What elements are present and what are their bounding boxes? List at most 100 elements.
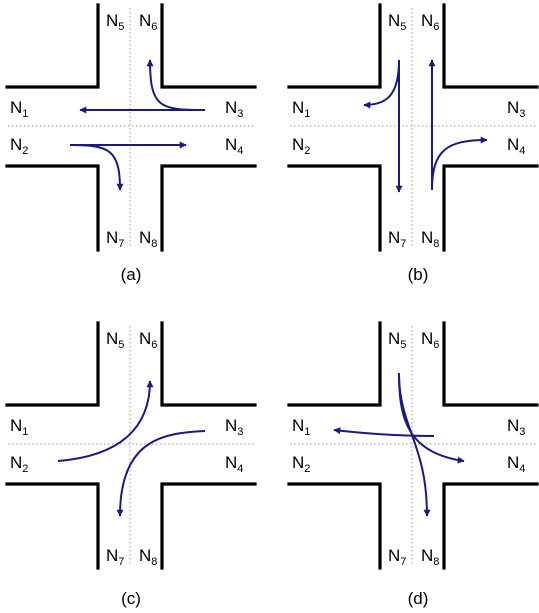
panel-caption: (d) — [408, 589, 429, 608]
movement-arrow — [69, 144, 124, 191]
node-label-subscript: 3 — [237, 108, 243, 120]
node-label-n4: N4 — [225, 453, 243, 475]
node-label-subscript: 5 — [400, 339, 406, 351]
road-edge — [5, 3, 100, 89]
node-label-n7: N7 — [106, 546, 124, 568]
road-edge — [287, 482, 382, 570]
node-label-base: N — [225, 98, 237, 117]
road-edge — [160, 482, 257, 570]
road-edge — [160, 3, 257, 89]
node-label-n5: N5 — [388, 329, 406, 351]
node-label-subscript: 1 — [22, 108, 28, 120]
node-label-subscript: 3 — [519, 426, 525, 438]
node-label-n6: N6 — [139, 11, 157, 33]
node-label-n5: N5 — [106, 11, 124, 33]
node-label-n7: N7 — [388, 546, 406, 568]
node-label-n8: N8 — [421, 228, 439, 250]
node-label-base: N — [10, 416, 22, 435]
node-label-base: N — [507, 98, 519, 117]
node-label-n7: N7 — [106, 228, 124, 250]
road-edge — [5, 321, 100, 407]
node-label-base: N — [139, 11, 151, 30]
road-edge — [160, 164, 257, 252]
node-label-n1: N1 — [292, 98, 310, 120]
node-label-n3: N3 — [225, 416, 243, 438]
node-label-base: N — [292, 135, 304, 154]
node-label-subscript: 8 — [433, 238, 439, 250]
node-label-n4: N4 — [507, 453, 525, 475]
node-label-n1: N1 — [10, 98, 28, 120]
node-label-subscript: 5 — [118, 21, 124, 33]
node-label-subscript: 2 — [22, 463, 28, 475]
node-label-base: N — [388, 329, 400, 348]
node-label-subscript: 7 — [118, 556, 124, 568]
road-edge — [442, 164, 539, 252]
node-label-base: N — [292, 98, 304, 117]
node-label-base: N — [225, 135, 237, 154]
node-label-n7: N7 — [388, 228, 406, 250]
node-label-n2: N2 — [292, 453, 310, 475]
node-label-base: N — [421, 11, 433, 30]
node-label-base: N — [139, 329, 151, 348]
node-label-base: N — [106, 546, 118, 565]
node-label-subscript: 6 — [433, 339, 439, 351]
node-label-n8: N8 — [421, 546, 439, 568]
node-label-n3: N3 — [507, 416, 525, 438]
road-edge — [442, 3, 539, 89]
node-label-subscript: 4 — [519, 145, 525, 157]
road-edge — [287, 3, 382, 89]
node-label-base: N — [388, 11, 400, 30]
node-label-subscript: 2 — [22, 145, 28, 157]
node-label-subscript: 7 — [400, 556, 406, 568]
movement-arrow — [431, 136, 488, 191]
node-label-base: N — [292, 416, 304, 435]
node-label-base: N — [106, 329, 118, 348]
movement-arrow — [398, 372, 465, 464]
road-edge — [442, 482, 539, 570]
panel-caption: (a) — [121, 265, 142, 284]
movement-arrow — [116, 430, 206, 517]
node-label-base: N — [10, 98, 22, 117]
node-label-subscript: 2 — [304, 145, 310, 157]
node-label-n3: N3 — [225, 98, 243, 120]
node-label-base: N — [225, 416, 237, 435]
node-label-n1: N1 — [292, 416, 310, 438]
panel-caption: (c) — [121, 589, 141, 608]
road-edge — [5, 164, 100, 252]
node-label-subscript: 6 — [151, 339, 157, 351]
node-label-n5: N5 — [106, 329, 124, 351]
node-label-base: N — [139, 228, 151, 247]
node-label-subscript: 4 — [237, 463, 243, 475]
movement-arrow — [146, 59, 206, 111]
node-label-subscript: 2 — [304, 463, 310, 475]
road-edge — [287, 164, 382, 252]
node-label-base: N — [507, 135, 519, 154]
node-label-base: N — [421, 546, 433, 565]
node-label-n6: N6 — [139, 329, 157, 351]
node-label-n2: N2 — [10, 135, 28, 157]
node-label-base: N — [10, 135, 22, 154]
node-label-subscript: 8 — [151, 238, 157, 250]
node-label-subscript: 8 — [151, 556, 157, 568]
node-label-subscript: 3 — [519, 108, 525, 120]
node-label-base: N — [507, 416, 519, 435]
node-label-base: N — [388, 228, 400, 247]
movement-arrow — [333, 427, 435, 437]
road-edge — [287, 321, 382, 407]
node-label-base: N — [106, 11, 118, 30]
node-label-base: N — [10, 453, 22, 472]
node-label-base: N — [292, 453, 304, 472]
node-label-subscript: 4 — [237, 145, 243, 157]
node-label-n8: N8 — [139, 228, 157, 250]
node-label-base: N — [106, 228, 118, 247]
node-label-subscript: 1 — [304, 108, 310, 120]
road-edge — [5, 482, 100, 570]
movement-arrow — [398, 372, 431, 517]
node-label-n2: N2 — [10, 453, 28, 475]
node-label-subscript: 6 — [151, 21, 157, 33]
